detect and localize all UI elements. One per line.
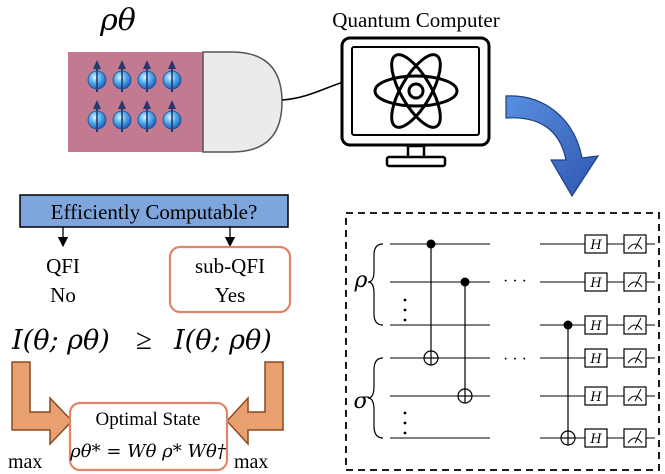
spin-icon [162,100,182,132]
sub-qfi-answer: Yes [215,283,246,307]
quantum-computer-icon [340,36,491,168]
measurement-icon [623,386,647,406]
hadamard-label: H [589,276,602,291]
register-sigma-label: σ [353,389,369,414]
spin-icon [162,60,182,92]
blue-curved-arrow [505,95,600,198]
measurement-icon [623,234,647,254]
sub-qfi-expression: I(θ; ρθ) [173,325,272,356]
spin-icon [137,60,157,92]
quantum-computer-label: Quantum Computer [332,8,499,32]
spin-icon [87,60,107,92]
vertical-ellipsis-dot [403,431,407,435]
spin-icon [112,100,132,132]
register-rho-brace [367,243,384,326]
hadamard-gate: H [584,315,608,335]
hadamard-label: H [589,432,602,447]
hadamard-label: H [589,390,602,405]
hadamard-gate: H [584,234,608,254]
measurement-icon [623,348,647,368]
max-left-label: max [8,451,42,473]
measurement-icon [623,272,647,292]
vertical-ellipsis-dot [403,411,407,415]
orange-arrow-right [225,361,284,446]
cnot-gate [457,277,473,404]
qfi-expression: I(θ; ρθ) [11,325,110,356]
hadamard-label: H [589,238,602,253]
hadamard-gate: H [584,272,608,292]
hadamard-label: H [589,352,602,367]
measurement-icon [623,428,647,448]
efficiently-computable-label: Efficiently Computable? [51,200,258,224]
register-sigma-brace [367,357,384,439]
hadamard-gate: H [584,386,608,406]
optimal-state-box [68,401,229,472]
spin-array [87,60,182,132]
optimal-state-title: Optimal State [95,409,200,430]
spin-icon [112,60,132,92]
vertical-ellipsis-dot [403,298,407,302]
sub-qfi-box [168,245,292,314]
sub-qfi-label: sub-QFI [195,254,265,278]
circuit-panel [345,212,660,471]
optimal-state-formula: ρθ* = Wθ ρ* Wθ† [69,441,227,462]
spin-icon [137,100,157,132]
vertical-ellipsis-dot [403,318,407,322]
vertical-ellipsis-dot [403,421,407,425]
spin-icon [87,100,107,132]
qfi-answer: No [50,283,76,307]
hadamard-gate: H [584,428,608,448]
ellipsis-bottom: · · · [503,351,527,368]
cnot-gate [423,239,439,366]
orange-arrow-left [11,361,74,446]
efficiently-computable-box [19,194,289,228]
ellipsis-top: · · · [503,273,527,290]
register-rho-label: ρ [354,268,368,293]
probe-body [68,52,203,152]
quantum-circuit: ρ σ · · · · · · H H H H H H [353,234,655,448]
hadamard-gate: H [584,348,608,368]
qfi-label: QFI [46,254,80,278]
cnot-gate [560,320,576,446]
probe-cap [202,51,283,153]
max-right-label: max [234,451,268,473]
rho-theta-title: ρθ [99,3,136,38]
quantum-probe [68,51,283,153]
measurement-icon [623,315,647,335]
inequality-symbol: ≥ [136,324,152,356]
hadamard-label: H [589,319,602,334]
vertical-ellipsis-dot [403,308,407,312]
probe-cable [281,79,351,101]
